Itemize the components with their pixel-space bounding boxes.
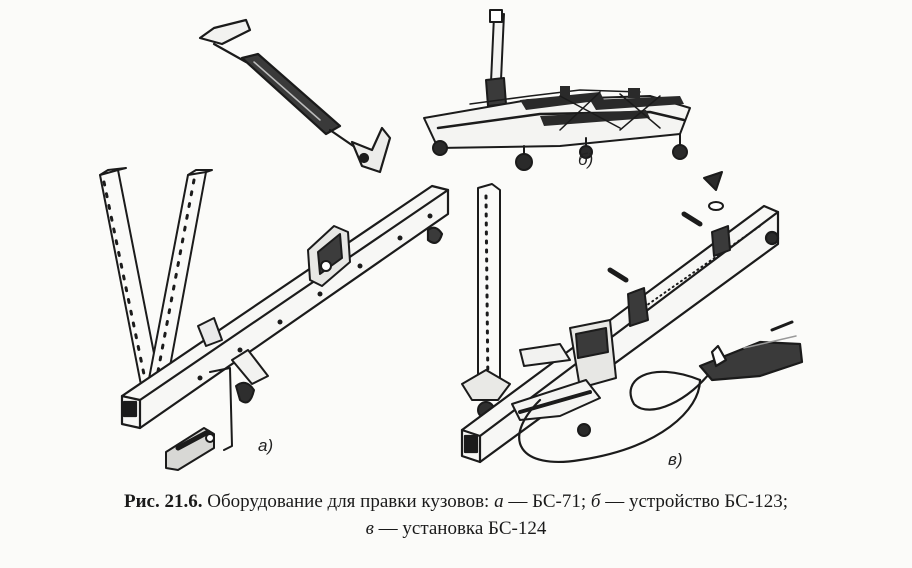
vertical-posts bbox=[99, 167, 213, 391]
beam-carriage bbox=[197, 225, 351, 347]
bracket-wheel bbox=[209, 349, 269, 451]
hydraulic-hose bbox=[518, 320, 804, 463]
caption-line-1: Рис. 21.6. Оборудование для правки кузов… bbox=[0, 488, 912, 515]
caption-item-v-text: — установка БС-124 bbox=[373, 518, 547, 539]
label-v: в) bbox=[668, 450, 683, 469]
strut-rod bbox=[198, 18, 392, 174]
caption-item-a-text: — БС-71; bbox=[503, 491, 591, 512]
label-b: б) bbox=[578, 150, 594, 169]
caption-line-2: в — установка БС-124 bbox=[0, 515, 912, 542]
caption-title: Оборудование для правки кузовов: bbox=[202, 491, 495, 512]
drawing-bs71 bbox=[99, 18, 450, 471]
equipment-figure: а) б) в) bbox=[99, 9, 804, 471]
caption-item-v-letter: в bbox=[365, 518, 374, 539]
figure-caption: Рис. 21.6. Оборудование для правки кузов… bbox=[0, 488, 912, 542]
clamp-parts bbox=[607, 171, 731, 327]
drawing-bs123 bbox=[423, 9, 691, 171]
main-beam bbox=[120, 184, 450, 430]
caption-item-b-letter: б bbox=[590, 491, 601, 512]
figure-number: Рис. 21.6. bbox=[124, 491, 203, 512]
label-a: а) bbox=[258, 436, 274, 455]
caption-item-a-letter: а bbox=[494, 491, 504, 512]
drawing-bs124 bbox=[460, 171, 804, 464]
clamp bbox=[165, 427, 215, 471]
post bbox=[461, 183, 511, 419]
caption-item-b-text: — устройство БС-123; bbox=[600, 491, 788, 512]
scaled-beam bbox=[460, 204, 780, 464]
hydraulic-unit bbox=[511, 319, 617, 437]
